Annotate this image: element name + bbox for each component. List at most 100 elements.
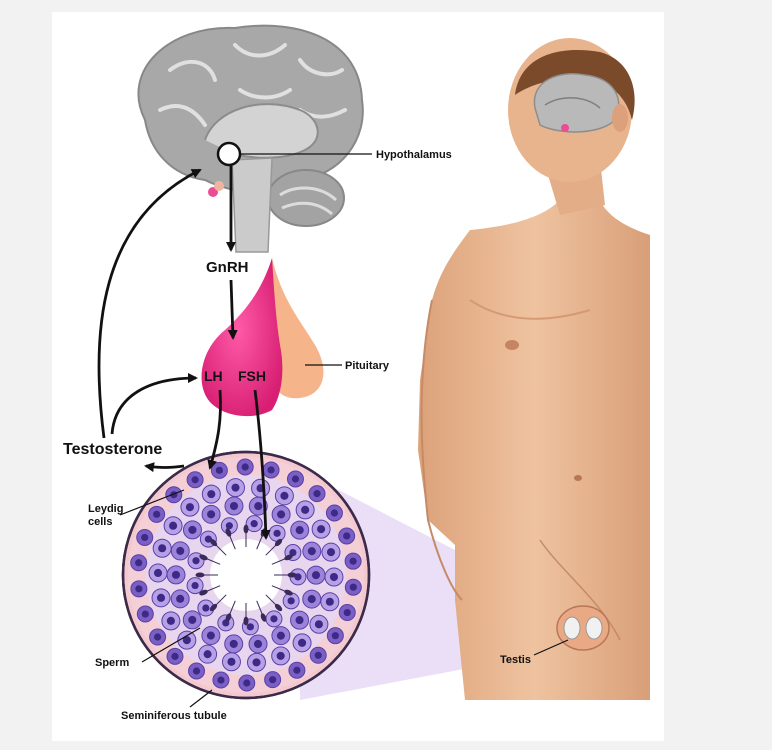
cell-nucleus: [243, 679, 250, 686]
cell-nucleus: [273, 530, 280, 537]
cell-nucleus: [167, 617, 175, 625]
arrow-testosterone-to-pituitary: [112, 378, 196, 434]
arrow-gnrh-to-pituitary: [231, 280, 233, 338]
cell-nucleus: [269, 676, 276, 683]
cell-nucleus: [312, 571, 320, 579]
label-leydig-cells: cells: [88, 516, 112, 528]
cell-nucleus: [247, 623, 254, 630]
cell-nucleus: [193, 667, 200, 674]
cell-nucleus: [308, 595, 316, 603]
cell-nucleus: [191, 476, 198, 483]
cell-nucleus: [153, 511, 160, 518]
label-seminiferous-tubule: Seminiferous tubule: [121, 710, 227, 722]
cell-nucleus: [154, 569, 162, 577]
cell-nucleus: [308, 547, 316, 555]
cell-nucleus: [292, 475, 299, 482]
cell-nucleus: [254, 640, 262, 648]
cell-nucleus: [315, 652, 322, 659]
cell-nucleus: [204, 650, 212, 658]
cell-nucleus: [186, 503, 194, 511]
arrow-leydig-to-testosterone: [146, 466, 184, 468]
label-testosterone: Testosterone: [63, 441, 162, 458]
cell-nucleus: [217, 676, 224, 683]
cell-nucleus: [230, 640, 238, 648]
sperm-head: [288, 573, 297, 578]
label-lh: LH: [204, 368, 223, 384]
cell-nucleus: [326, 598, 334, 606]
cell-nucleus: [251, 520, 258, 527]
cell-nucleus: [330, 573, 338, 581]
cell-nucleus: [270, 615, 277, 622]
cell-nucleus: [135, 585, 142, 592]
cell-nucleus: [298, 639, 306, 647]
cell-nucleus: [315, 620, 323, 628]
cell-nucleus: [301, 506, 309, 514]
sperm-head: [244, 617, 249, 626]
anterior-pituitary: [202, 258, 283, 416]
cell-nucleus: [327, 548, 335, 556]
cell-nucleus: [331, 509, 338, 516]
cell-nucleus: [207, 490, 215, 498]
cell-nucleus: [154, 633, 161, 640]
brain-illustration: [138, 26, 362, 252]
cell-nucleus: [135, 559, 142, 566]
cell-nucleus: [252, 658, 260, 666]
cell-nucleus: [254, 502, 262, 510]
tubule-leader: [190, 690, 212, 707]
cell-nucleus: [188, 526, 196, 534]
label-testis: Testis: [500, 654, 531, 666]
cell-nucleus: [169, 522, 177, 530]
brainstem: [232, 158, 272, 252]
cell-nucleus: [176, 595, 184, 603]
cell-nucleus: [216, 467, 223, 474]
cell-nucleus: [344, 609, 351, 616]
label-gnrh: GnRH: [206, 259, 249, 276]
cell-nucleus: [226, 522, 233, 529]
cell-nucleus: [350, 584, 357, 591]
cell-nucleus: [343, 532, 350, 539]
label-sperm: Sperm: [95, 657, 129, 669]
cell-nucleus: [277, 652, 285, 660]
cell-nucleus: [313, 490, 320, 497]
cell-nucleus: [207, 510, 215, 518]
seminiferous-tubule-illustration: [123, 452, 369, 698]
sperm-head: [244, 525, 249, 534]
cell-nucleus: [230, 502, 238, 510]
cell-nucleus: [350, 558, 357, 565]
cell-nucleus: [192, 557, 199, 564]
cell-nucleus: [317, 525, 325, 533]
cell-nucleus: [293, 667, 300, 674]
cell-nucleus: [277, 510, 285, 518]
cell-nucleus: [231, 484, 239, 492]
cell-nucleus: [202, 604, 209, 611]
cell-nucleus: [191, 582, 198, 589]
sperm-head: [196, 573, 205, 578]
cell-nucleus: [295, 616, 303, 624]
cell-nucleus: [288, 597, 295, 604]
cell-nucleus: [158, 544, 166, 552]
arrow-testosterone-to-hypothalamus: [99, 170, 200, 438]
cell-nucleus: [172, 571, 180, 579]
cell-nucleus: [296, 526, 304, 534]
cell-nucleus: [332, 632, 339, 639]
cell-nucleus: [141, 534, 148, 541]
cell-nucleus: [188, 616, 196, 624]
cell-nucleus: [176, 547, 184, 555]
cell-nucleus: [207, 632, 215, 640]
cell-nucleus: [242, 463, 249, 470]
cell-nucleus: [267, 466, 274, 473]
hypothalamus-marker: [218, 143, 240, 165]
label-pituitary: Pituitary: [345, 360, 390, 372]
cell-nucleus: [280, 492, 288, 500]
label-hypothalamus: Hypothalamus: [376, 149, 452, 161]
cell-nucleus: [277, 632, 285, 640]
cell-nucleus: [171, 653, 178, 660]
cell-nucleus: [142, 610, 149, 617]
cell-nucleus: [157, 594, 165, 602]
label-leydig: Leydig: [88, 503, 123, 515]
cell-nucleus: [227, 658, 235, 666]
testis-illustration: [557, 606, 609, 650]
label-fsh: FSH: [238, 368, 266, 384]
